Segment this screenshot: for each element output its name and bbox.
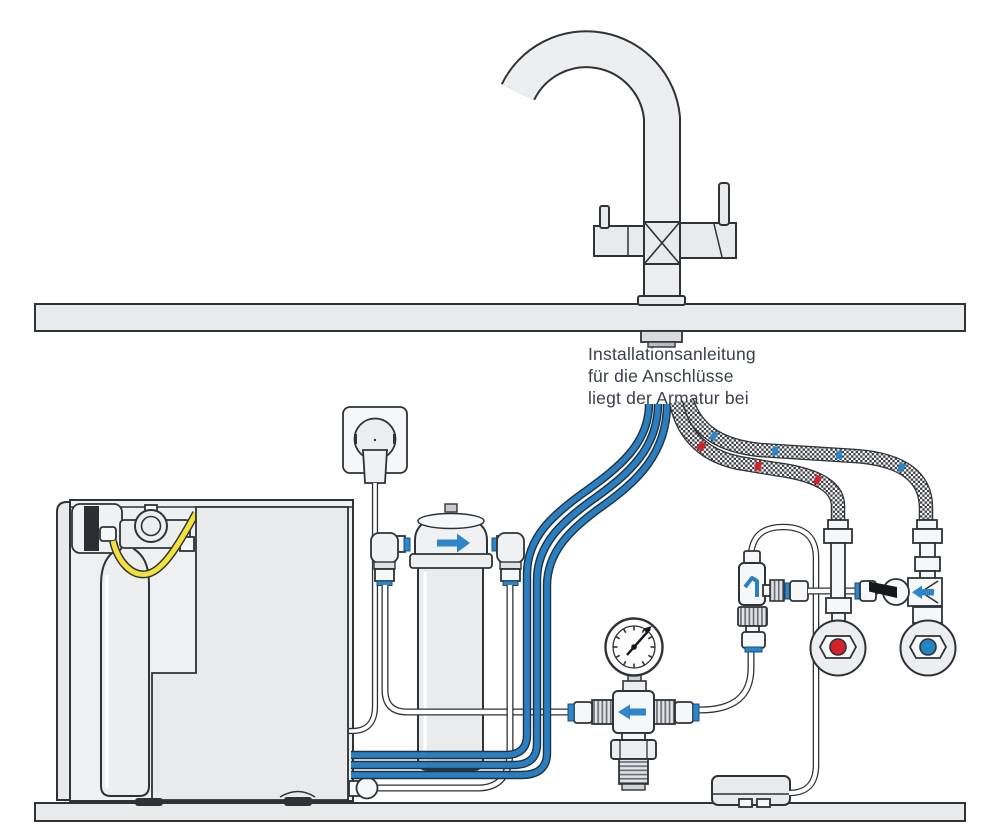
- installation-note: Installationsanleitung für die Anschlüss…: [588, 344, 756, 408]
- cooler-foot-left: [135, 798, 163, 806]
- faucet-left-lever: [599, 205, 610, 229]
- push-fit-collar: [502, 580, 519, 586]
- compression-nut: [591, 699, 616, 725]
- hot-indicator: [829, 638, 847, 656]
- cooler-inlet-grommet: [355, 776, 379, 800]
- cooling-unit: [56, 499, 354, 806]
- hot-hose-markers: [671, 401, 843, 521]
- note-line-3: liegt der Armatur bei: [588, 388, 749, 408]
- reducer-hex-nut: [610, 739, 657, 760]
- angle-valve-hot: [809, 519, 867, 677]
- flex-hose-cold: [680, 398, 934, 521]
- valve-to-reducer-tube: [692, 650, 755, 714]
- push-fit-body: [789, 580, 809, 602]
- faucet-mounting-nut: [640, 330, 683, 343]
- compression-nut: [651, 699, 676, 725]
- gauge-ticks: [613, 626, 655, 668]
- faucet-icon: [743, 576, 759, 597]
- water-filter: [348, 503, 570, 800]
- push-fit-body: [741, 631, 766, 649]
- filter-head-nub: [444, 503, 458, 513]
- valve-riser-pipe: [830, 542, 846, 602]
- faucet-left-handle-body: [593, 225, 649, 257]
- blue-tubes: [351, 403, 672, 780]
- regulator-knob: [134, 509, 168, 543]
- push-fit-collar: [376, 580, 393, 586]
- safety-device-foot: [738, 798, 753, 808]
- valve-body: [738, 562, 766, 606]
- regulator-label-band: [84, 506, 99, 551]
- push-fit-collar: [567, 703, 575, 722]
- faucet-base-flange: [637, 295, 686, 306]
- pressure-gauge: [604, 617, 664, 692]
- cooler-foot-right: [284, 797, 312, 806]
- power-plug: [362, 449, 388, 484]
- valve-hex-nut: [737, 606, 768, 627]
- angle-valve-cold: [854, 519, 957, 677]
- wall-socket: [342, 406, 408, 735]
- faucet-right-lever: [718, 182, 730, 226]
- push-fit-collar: [692, 703, 700, 722]
- compression-nut: [769, 579, 785, 602]
- flow-arrow-icon: [437, 533, 470, 553]
- push-fit-collar: [744, 646, 763, 653]
- hose-fitting: [916, 519, 938, 530]
- floor-shelf: [34, 802, 966, 822]
- countertop: [34, 303, 966, 332]
- flow-arrow-icon: [912, 585, 934, 599]
- note-line-2: für die Anschlüsse: [588, 366, 734, 386]
- filter-head-lip: [409, 553, 493, 569]
- faucet: [500, 30, 737, 348]
- filter-outlet-elbow: [496, 532, 525, 564]
- hex-fitting: [912, 528, 943, 544]
- pressure-reducer: [567, 617, 700, 791]
- threaded-stem: [618, 758, 649, 785]
- hex-fitting: [823, 528, 853, 544]
- filter-feed-valve: [692, 523, 820, 797]
- note-line-1: Installationsanleitung: [588, 344, 756, 364]
- safety-device: [711, 775, 791, 808]
- faucet-right-handle-body: [677, 222, 737, 259]
- filter-cartridge: [417, 565, 484, 771]
- push-fit-body: [674, 701, 694, 724]
- hose-fitting: [827, 519, 849, 530]
- safety-device-foot: [756, 798, 771, 808]
- hex-fitting: [825, 597, 852, 614]
- flex-hose-hot: [668, 400, 846, 521]
- hex-fitting: [914, 556, 941, 572]
- filter-inlet-elbow: [370, 532, 399, 564]
- faucet-mounting-washer: [647, 341, 676, 348]
- shut-off-valve: [854, 577, 943, 607]
- push-fit-body: [573, 701, 593, 724]
- regulator-elbow: [99, 526, 117, 542]
- valve-lever: [869, 581, 897, 598]
- flow-arrow-icon: [618, 704, 646, 720]
- cold-indicator: [919, 638, 937, 656]
- push-fit-collar: [403, 537, 411, 552]
- gauge-needle: [626, 628, 651, 656]
